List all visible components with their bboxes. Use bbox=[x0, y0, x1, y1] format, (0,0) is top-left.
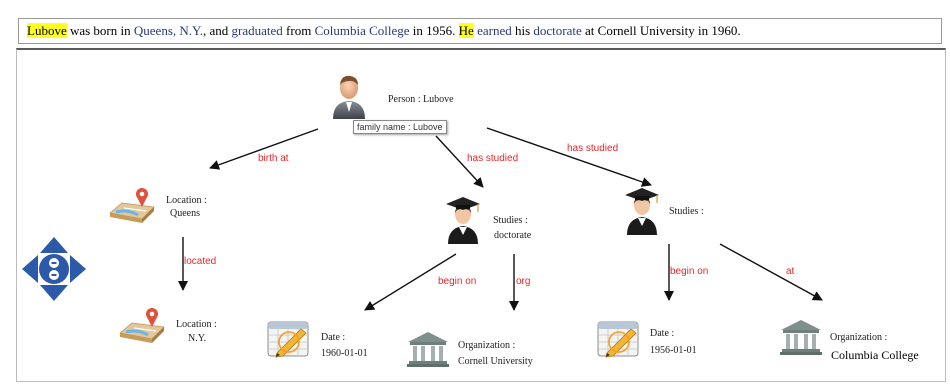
calendar-icon bbox=[597, 321, 639, 358]
sentence-text: his bbox=[511, 23, 534, 38]
person-label: Person : Lubove bbox=[388, 94, 454, 105]
entity-mention[interactable]: doctorate bbox=[533, 23, 582, 38]
date-1960-value: 1960-01-01 bbox=[321, 348, 368, 359]
sentence-bar: Lubove was born in Queens, N.Y., and gra… bbox=[18, 18, 942, 44]
entity-mention[interactable]: graduated bbox=[231, 23, 283, 38]
edge-at[interactable] bbox=[719, 243, 823, 301]
node-org-cornell[interactable]: Organization : Cornell University bbox=[406, 330, 556, 374]
studies-doctorate-type: Studies : bbox=[493, 215, 528, 226]
pan-up-arrow[interactable] bbox=[40, 237, 68, 253]
sentence-text: in 1956. bbox=[409, 23, 459, 38]
graduate-icon bbox=[625, 188, 659, 235]
entity-mention[interactable]: Queens, N.Y. bbox=[133, 23, 203, 38]
date-1956-value: 1956-01-01 bbox=[650, 345, 697, 356]
calendar-icon bbox=[267, 321, 309, 358]
edge-label-org: org bbox=[516, 276, 531, 287]
edge-has-studied-2[interactable] bbox=[486, 127, 652, 187]
org-cornell-value: Cornell University bbox=[458, 356, 533, 367]
tooltip: family name : Lubove bbox=[353, 120, 447, 134]
graduate-icon bbox=[446, 197, 480, 244]
studies-2-type: Studies : bbox=[669, 206, 704, 217]
location-queens-type: Location : bbox=[166, 195, 207, 206]
location-queens-value: Queens bbox=[170, 208, 200, 219]
edge-begin-on-1[interactable] bbox=[364, 253, 457, 311]
institution-icon bbox=[780, 320, 822, 355]
org-columbia-type: Organization : bbox=[830, 332, 888, 343]
edge-has-studied-1[interactable] bbox=[435, 135, 484, 188]
org-columbia-value: Columbia College bbox=[831, 348, 919, 362]
pan-right-arrow[interactable] bbox=[70, 255, 86, 283]
node-studies-2[interactable]: Studies : bbox=[624, 186, 734, 238]
node-location-queens[interactable]: Location : Queens bbox=[108, 185, 238, 231]
entity-mention[interactable]: Columbia College bbox=[314, 23, 410, 38]
date-1960-type: Date : bbox=[321, 332, 346, 343]
node-studies-doctorate[interactable]: Studies : doctorate bbox=[445, 195, 555, 247]
location-ny-type: Location : bbox=[176, 319, 217, 330]
map-location-icon bbox=[109, 188, 155, 223]
pan-left-arrow[interactable] bbox=[22, 255, 38, 283]
sentence-text: , and bbox=[202, 23, 232, 38]
sentence-text: from bbox=[282, 23, 315, 38]
highlighted-mention[interactable]: Lubove bbox=[27, 23, 67, 38]
node-org-columbia[interactable]: Organization : Columbia College bbox=[779, 318, 939, 362]
edge-label-has-studied-1: has studied bbox=[467, 153, 519, 164]
pan-down-arrow[interactable] bbox=[40, 285, 68, 301]
edge-label-begin-on-1: begin on bbox=[438, 276, 477, 287]
edge-birth-at[interactable] bbox=[209, 128, 319, 170]
location-ny-value: N.Y. bbox=[188, 333, 207, 344]
node-date-1960[interactable]: Date : 1960-01-01 bbox=[267, 320, 387, 364]
edge-label-at: at bbox=[786, 266, 795, 277]
edge-label-birth-at: birth at bbox=[258, 153, 289, 164]
edge-label-begin-on-2: begin on bbox=[670, 266, 709, 277]
map-location-icon bbox=[119, 308, 165, 343]
pan-zoom-control[interactable] bbox=[20, 235, 88, 303]
org-cornell-type: Organization : bbox=[458, 340, 516, 351]
studies-doctorate-value: doctorate bbox=[494, 230, 532, 241]
edge-label-located: located bbox=[184, 256, 217, 267]
institution-icon bbox=[407, 332, 449, 367]
person-icon bbox=[333, 75, 365, 119]
sentence-text: at Cornell University in 1960. bbox=[581, 23, 741, 38]
node-person[interactable]: Person : Lubove bbox=[330, 72, 480, 122]
highlighted-mention[interactable]: He bbox=[458, 23, 474, 38]
sentence-text: was born in bbox=[66, 23, 134, 38]
date-1956-type: Date : bbox=[650, 328, 675, 339]
entity-mention[interactable]: earned bbox=[477, 23, 512, 38]
node-location-ny[interactable]: Location : N.Y. bbox=[118, 305, 248, 351]
edge-label-has-studied-2: has studied bbox=[567, 143, 619, 154]
node-date-1956[interactable]: Date : 1956-01-01 bbox=[597, 320, 717, 364]
